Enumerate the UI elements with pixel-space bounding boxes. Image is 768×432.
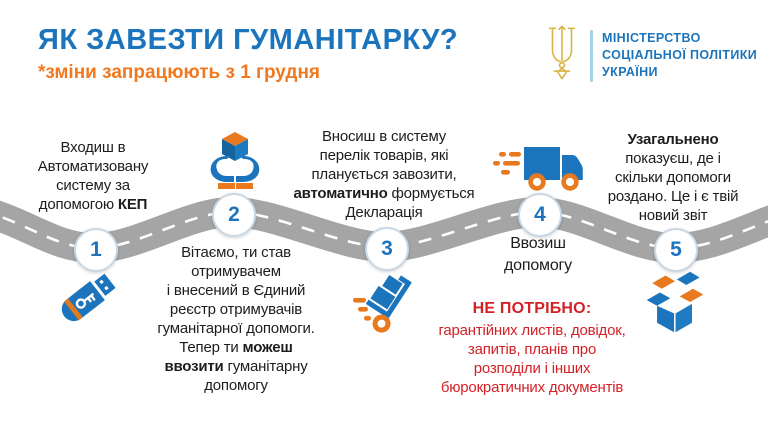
delivery-truck-icon <box>490 142 586 205</box>
ministry-name-line1: МІНІСТЕРСТВО <box>602 31 701 45</box>
not-needed-text: гарантійних листів, довідок,запитів, пла… <box>438 322 626 396</box>
step-number: 3 <box>381 237 393 260</box>
page-title: ЯК ЗАВЕЗТИ ГУМАНІТАРКУ? <box>38 24 459 56</box>
tryzub-icon <box>543 22 581 89</box>
step-circle-1: 1 <box>74 228 118 272</box>
ministry-name-line2: СОЦІАЛЬНОЇ ПОЛІТИКИ <box>602 48 758 62</box>
usb-flash-drive-icon <box>54 264 122 337</box>
ministry-logo: МІНІСТЕРСТВО СОЦІАЛЬНОЇ ПОЛІТИКИ УКРАЇНИ <box>543 22 757 89</box>
not-needed-block: НЕ ПОТРІБНО: гарантійних листів, довідок… <box>416 300 648 397</box>
hand-truck-icon <box>352 270 424 347</box>
open-box-icon <box>641 268 709 341</box>
step-number: 1 <box>90 238 102 261</box>
page-subtitle: *зміни запрацюють з 1 грудня <box>38 62 321 83</box>
logo-divider <box>590 29 593 82</box>
step-number: 4 <box>534 203 546 226</box>
ministry-name: МІНІСТЕРСТВО СОЦІАЛЬНОЇ ПОЛІТИКИ УКРАЇНИ <box>602 30 757 81</box>
ministry-name-line3: УКРАЇНИ <box>602 65 658 79</box>
step-number: 2 <box>228 203 240 226</box>
step-circle-3: 3 <box>365 227 409 271</box>
step-circle-5: 5 <box>654 228 698 272</box>
not-needed-title: НЕ ПОТРІБНО: <box>472 300 592 317</box>
hands-holding-box-icon <box>203 128 267 197</box>
step-circle-4: 4 <box>518 193 562 237</box>
step-circle-2: 2 <box>212 193 256 237</box>
step-number: 5 <box>670 238 682 261</box>
